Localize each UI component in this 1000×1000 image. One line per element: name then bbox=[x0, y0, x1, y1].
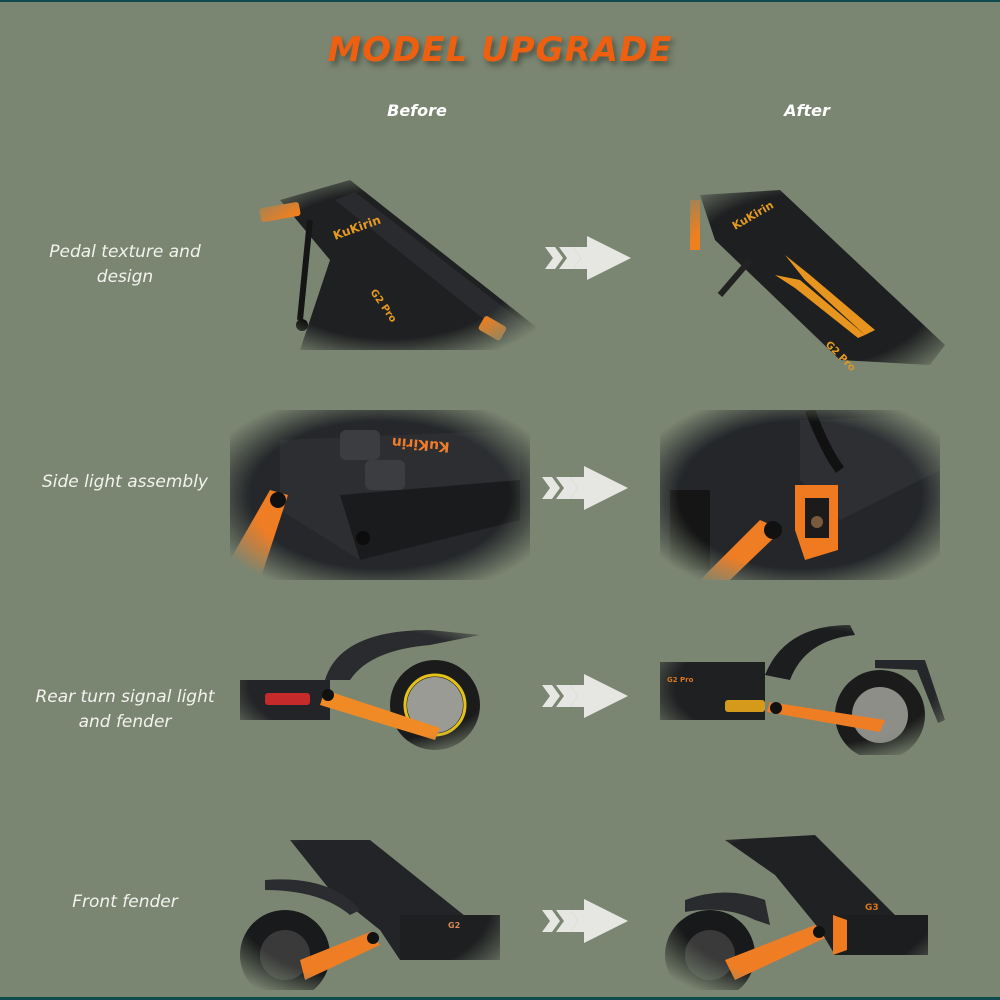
rear-signal-fender-before-image bbox=[240, 630, 480, 750]
double-chevron-arrow-icon bbox=[542, 899, 628, 943]
front-fender-after-image: G3 bbox=[665, 835, 928, 990]
row-label-front-fender: Front fender bbox=[10, 890, 240, 915]
before-column-heading: Before bbox=[387, 101, 447, 120]
double-chevron-arrow-icon bbox=[542, 674, 628, 718]
page-title: MODEL UPGRADE bbox=[327, 30, 673, 70]
svg-text:KuKirin: KuKirin bbox=[391, 434, 450, 455]
row-label-line: Front fender bbox=[72, 892, 178, 912]
side-light-before-image: KuKirin bbox=[230, 410, 530, 580]
svg-text:G2 Pro: G2 Pro bbox=[667, 676, 694, 684]
double-chevron-arrow-icon bbox=[545, 236, 631, 280]
rear-signal-fender-after-image: G2 Pro bbox=[660, 625, 945, 755]
side-light-after-image bbox=[660, 410, 940, 580]
bottom-border bbox=[0, 997, 1000, 1000]
after-column-heading: After bbox=[784, 101, 830, 120]
scooter-deck-after-image: KuKirin G2 Pro bbox=[690, 190, 945, 374]
front-fender-before-image: G2 bbox=[240, 840, 500, 990]
before-photo-front-fender: G2 bbox=[220, 820, 510, 990]
row-label-rear-signal: Rear turn signal light and fender bbox=[10, 685, 240, 735]
row-label-side-light: Side light assembly bbox=[10, 470, 240, 495]
before-photo-rear-signal bbox=[230, 620, 510, 750]
before-photo-side-light: KuKirin bbox=[230, 410, 530, 580]
after-photo-front-fender: G3 bbox=[655, 820, 955, 990]
row-label-line: Pedal texture and bbox=[49, 242, 201, 262]
row-label-line: and fender bbox=[78, 712, 172, 732]
top-border bbox=[0, 0, 1000, 2]
after-photo-side-light bbox=[660, 410, 940, 580]
svg-text:G2: G2 bbox=[448, 921, 460, 930]
row-label-line: design bbox=[96, 267, 154, 287]
after-photo-pedal: KuKirin G2 Pro bbox=[660, 180, 960, 380]
row-label-line: Side light assembly bbox=[42, 472, 208, 492]
after-photo-rear-signal: G2 Pro bbox=[655, 620, 955, 755]
scooter-deck-before-image: KuKirin G2 Pro bbox=[259, 180, 540, 350]
double-chevron-arrow-icon bbox=[542, 466, 628, 510]
svg-text:G3: G3 bbox=[865, 903, 879, 913]
row-label-pedal: Pedal texture and design bbox=[10, 240, 240, 290]
row-label-line: Rear turn signal light bbox=[35, 687, 215, 707]
before-photo-pedal: KuKirin G2 Pro bbox=[240, 180, 540, 350]
